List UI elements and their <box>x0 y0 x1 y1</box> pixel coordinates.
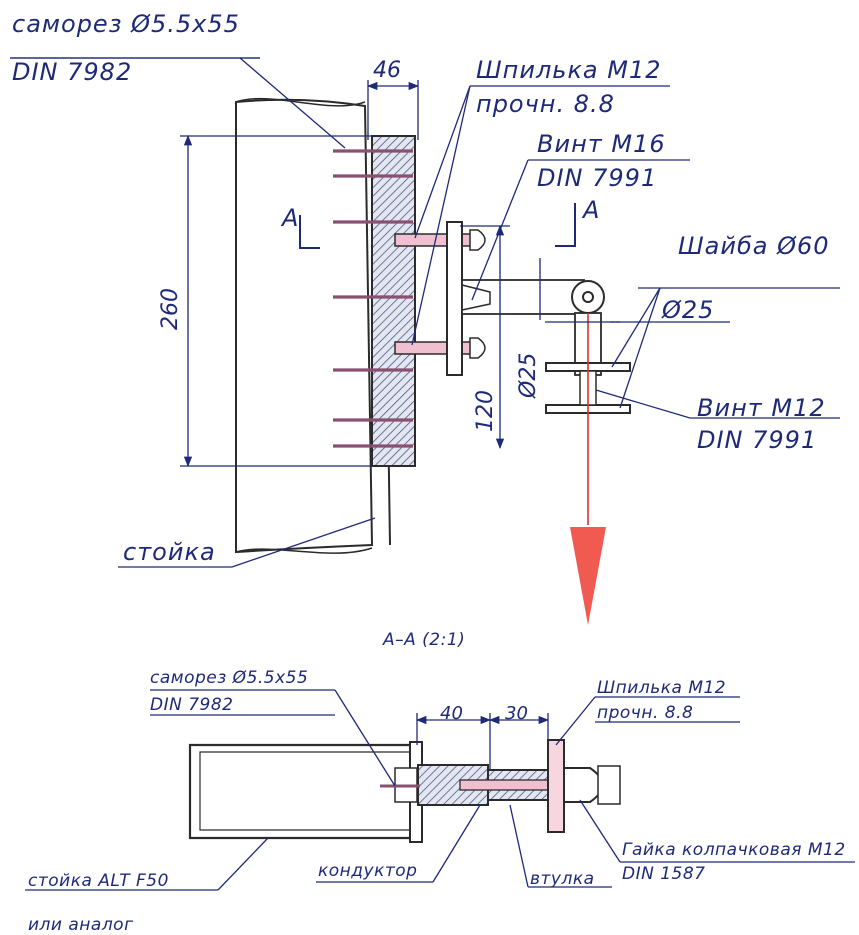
label-shaiba: Шайба Ø60 <box>678 232 830 260</box>
dimension-120: 120 <box>473 390 498 432</box>
top-dimensions <box>10 57 840 568</box>
post-break-bottom <box>235 547 373 554</box>
label-gaika-din: DIN 1587 <box>622 864 706 884</box>
dimension-d25-vertical: Ø25 <box>516 352 541 398</box>
cap-nut-section <box>563 767 604 803</box>
top-view <box>235 97 631 625</box>
post-break-top <box>235 97 366 107</box>
channel-inner <box>199 751 410 831</box>
label-shpilka-sec: Шпилька М12 <box>597 678 727 698</box>
label-d25-horizontal: Ø25 <box>662 296 715 324</box>
label-section-a-right: A <box>583 196 601 224</box>
post-outline <box>235 98 374 554</box>
label-samorez-top: саморез Ø5.5x55 <box>12 10 240 38</box>
dimension-260: 260 <box>158 288 183 330</box>
rod-body <box>461 279 585 315</box>
load-arrow <box>570 527 606 625</box>
section-dimensions <box>25 689 855 891</box>
label-stoika: стойка <box>123 538 216 566</box>
cap-nut-upper <box>469 229 486 251</box>
bracket-plate <box>446 221 463 376</box>
section-title: A–A (2:1) <box>383 630 466 650</box>
cap-nut-lower <box>469 337 486 359</box>
mount-plate <box>371 135 416 467</box>
label-stoika-alt: стойка ALT F50 <box>28 871 169 891</box>
label-samorez-din-sec: DIN 7982 <box>150 695 234 715</box>
label-samorez-sec: саморез Ø5.5x55 <box>150 668 309 688</box>
label-vint-m16-din: DIN 7991 <box>537 164 658 192</box>
label-vtulka: втулка <box>530 869 595 889</box>
label-vint-m12: Винт М12 <box>697 394 826 422</box>
label-konduktor: кондуктор <box>318 861 418 881</box>
label-vint-m12-din: DIN 7991 <box>697 426 818 454</box>
dimension-30: 30 <box>505 703 528 724</box>
section-markers <box>299 203 576 249</box>
label-gaika: Гайка колпачковая М12 <box>622 840 846 860</box>
channel-profile <box>188 743 420 840</box>
label-vint-m16: Винт М16 <box>537 130 666 158</box>
label-shpilka-grade-sec: прочн. 8.8 <box>597 703 694 723</box>
label-ili-analog: или аналог <box>28 915 134 935</box>
dimension-46: 46 <box>373 58 401 83</box>
label-shpilka-grade-top: прочн. 8.8 <box>476 90 615 118</box>
label-samorez-din-top: DIN 7982 <box>12 58 133 86</box>
label-shpilka-top: Шпилька М12 <box>476 56 662 84</box>
rod-pivot-hole <box>582 291 594 303</box>
rod-pivot <box>571 280 605 314</box>
bracket-plate-section <box>547 739 565 833</box>
rod-section <box>597 765 621 805</box>
dimension-40: 40 <box>440 703 463 724</box>
screws <box>333 149 413 448</box>
label-section-a-left: A <box>282 204 300 232</box>
section-view <box>188 739 621 843</box>
